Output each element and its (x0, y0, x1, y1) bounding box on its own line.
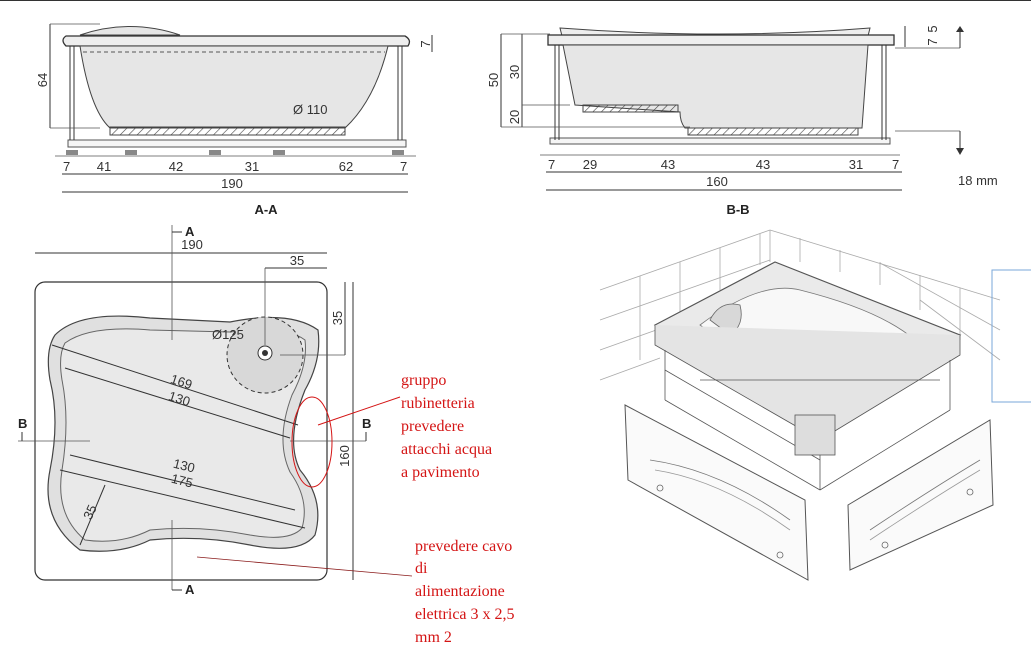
plan-tap-x-label: 35 (290, 253, 304, 268)
plan-depth-label: 160 (337, 445, 352, 467)
aa-spacing: 41 (97, 159, 111, 174)
note-line: rubinetteria (401, 395, 475, 412)
plan-diag-130b: 130 (172, 456, 197, 476)
plan-diag-169: 169 (169, 371, 194, 392)
bb-floor-note: 18 mm (958, 173, 998, 188)
bb-total-label: 160 (706, 174, 728, 189)
note-line: mm 2 (415, 629, 452, 646)
electric-leader-line (196, 556, 413, 577)
aa-spacing: 31 (245, 159, 259, 174)
bb-spacing: 43 (756, 157, 770, 172)
plan-tap-diameter: Ø125 (212, 327, 244, 342)
plan-seat-label: 35 (80, 502, 100, 521)
bb-rim-b-label: 5 (925, 25, 940, 32)
front-panel-left (624, 404, 809, 581)
plumbing-highlight-ellipse (291, 396, 333, 488)
bb-spacing: 29 (583, 157, 597, 172)
plan-marker-a-bottom: A (185, 582, 195, 597)
plan-marker-a-top: A (185, 224, 195, 239)
aa-spacing: 62 (339, 159, 353, 174)
electric-note: prevedere cavo di alimentazione elettric… (415, 538, 515, 646)
aa-rim-label: 7 (418, 40, 433, 47)
note-line: prevedere cavo (415, 538, 512, 555)
note-line: di (415, 560, 428, 577)
bb-spacing: 7 (548, 157, 555, 172)
bb-upper-label: 30 (507, 65, 522, 79)
plan-tap-y-label: 35 (330, 311, 345, 325)
bathtub-3d-illustration (599, 229, 1001, 581)
plan-view: Ø125 190 35 35 160 169 130 130 175 35 A … (18, 224, 413, 597)
plan-marker-b-left: B (18, 416, 27, 431)
tile-wall (599, 229, 1001, 381)
plan-diag-130a: 130 (167, 388, 192, 409)
bb-spacing: 31 (849, 157, 863, 172)
aa-height-label: 64 (35, 73, 50, 87)
aa-spacing: 7 (63, 159, 70, 174)
note-line: prevedere (401, 418, 464, 435)
bb-title: B-B (726, 202, 749, 217)
support-frame (664, 350, 951, 491)
plan-marker-b-right: B (362, 416, 371, 431)
section-bb: 50 30 20 7 5 18 mm 7 29 43 43 31 7 160 B… (486, 25, 998, 217)
note-line: alimentazione (415, 583, 505, 600)
section-aa: 64 7 Ø 110 7 41 42 31 62 7 190 A-A (35, 23, 433, 217)
aa-spacing: 42 (169, 159, 183, 174)
aa-spacing: 7 (400, 159, 407, 174)
bb-spacing: 43 (661, 157, 675, 172)
aa-drain-label: Ø 110 (293, 102, 327, 117)
note-line: attacchi acqua (401, 441, 492, 458)
plumbing-note: gruppo rubinetteria prevedere attacchi a… (401, 372, 492, 481)
bb-spacing: 7 (892, 157, 899, 172)
aa-title: A-A (254, 202, 278, 217)
note-line: elettrica 3 x 2,5 (415, 606, 515, 623)
note-line: a pavimento (401, 464, 480, 481)
bb-height-label: 50 (486, 73, 501, 87)
bb-rim-a-label: 7 (925, 38, 940, 45)
aa-total-label: 190 (221, 176, 243, 191)
plan-width-label: 190 (181, 237, 203, 252)
note-line: gruppo (401, 372, 446, 389)
front-panel-right (847, 419, 994, 571)
bb-lower-label: 20 (507, 110, 522, 124)
cropped-frame-edge (991, 269, 1031, 403)
plan-diag-175: 175 (170, 471, 195, 491)
plumbing-leader-line (317, 396, 401, 426)
